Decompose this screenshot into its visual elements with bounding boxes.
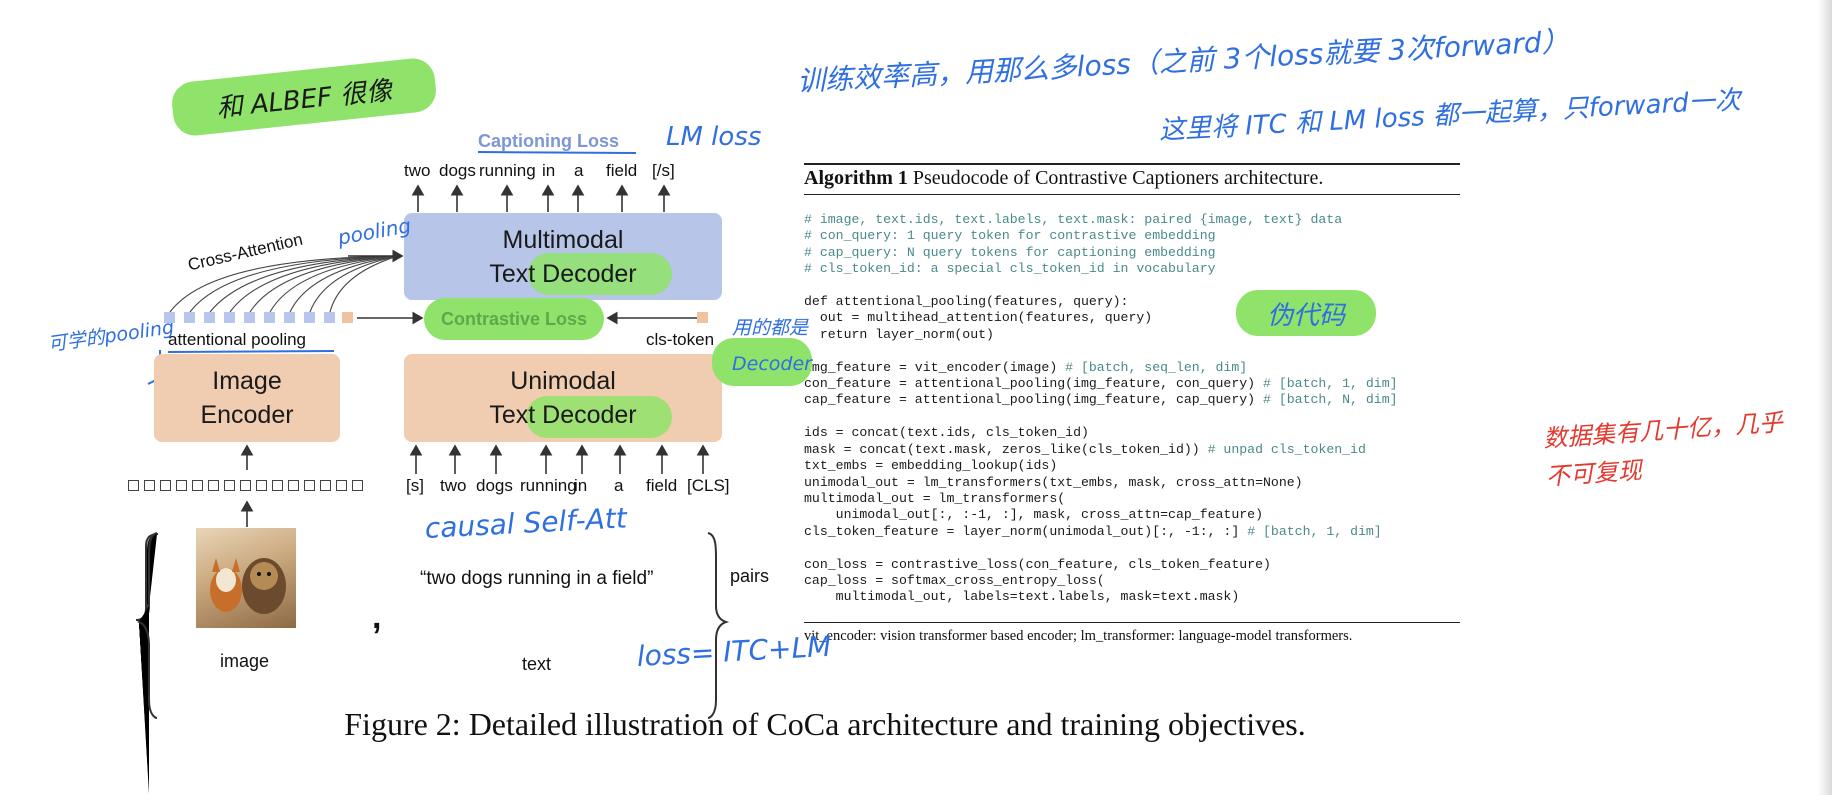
page-edge [1818,0,1832,795]
figure-caption: Figure 2: Detailed illustration of CoCa … [344,706,1306,742]
input-token: a [614,476,624,495]
algorithm-title-rule [804,194,1460,195]
algorithm-top-rule [804,163,1460,165]
pseudocode-block: # image, text.ids, text.labels, text.mas… [804,212,1398,605]
input-token: running [520,476,577,495]
unimodal-decoder-label: Unimodal Text Decoder [489,367,637,429]
multimodal-text-decoder: Multimodal Text Decoder [404,213,722,300]
annotation-pseudocode: 伪代码 [1266,300,1345,331]
input-token: two [440,476,467,495]
algorithm-title: Algorithm 1 Pseudocode of Contrastive Ca… [804,167,1323,190]
input-token: dogs [476,476,513,495]
output-token: [/s] [652,161,675,180]
text-sample: “two dogs running in a field” [420,568,654,589]
image-encoder-label: Image Encoder [200,367,294,429]
output-token: dogs [439,161,476,180]
output-token: running [479,161,536,180]
annotation-lm-loss: LM loss [666,122,762,152]
algorithm-title-rest: Pseudocode of Contrastive Captioners arc… [907,167,1324,189]
comma-separator: , [372,598,382,636]
dog-photo [196,528,296,628]
attentional-pooling-label: attentional pooling [168,330,307,349]
cls-token-label: cls-token [646,330,715,349]
captioning-loss-label: Captioning Loss [478,131,619,151]
output-token: two [404,161,431,180]
input-token: in [574,476,588,495]
algorithm-title-bold: Algorithm 1 [804,167,908,189]
output-token: in [542,161,556,180]
unimodal-text-decoder: Unimodal Text Decoder [404,354,722,442]
contrastive-loss-label: Contrastive Loss [440,308,588,329]
algorithm-bottom-rule [804,622,1460,623]
output-token: field [606,161,638,180]
text-label: text [522,654,552,674]
algorithm-footnote: vit_encoder: vision transformer based en… [804,628,1353,644]
decoder-highlight [528,253,672,295]
annotation-albef: 和 ALBEF 很像 [215,75,394,124]
input-token: field [646,476,678,495]
input-token: [CLS] [687,476,730,495]
contrastive-loss: Contrastive Loss [424,298,604,340]
image-encoder: Image Encoder [154,354,340,442]
annotation-decoder: 用的都是 Decoder [732,317,812,375]
pairs-label: pairs [730,566,770,586]
image-label: image [220,651,270,671]
decoder-note-highlight [712,338,812,386]
decoder-highlight [526,396,672,438]
pseudocode-highlight: 伪代码 [1236,290,1376,336]
multimodal-decoder-label: Multimodal Text Decoder [489,225,637,288]
output-token: a [574,161,584,180]
input-token: [s] [406,476,424,495]
dogs-illustration [210,558,286,614]
